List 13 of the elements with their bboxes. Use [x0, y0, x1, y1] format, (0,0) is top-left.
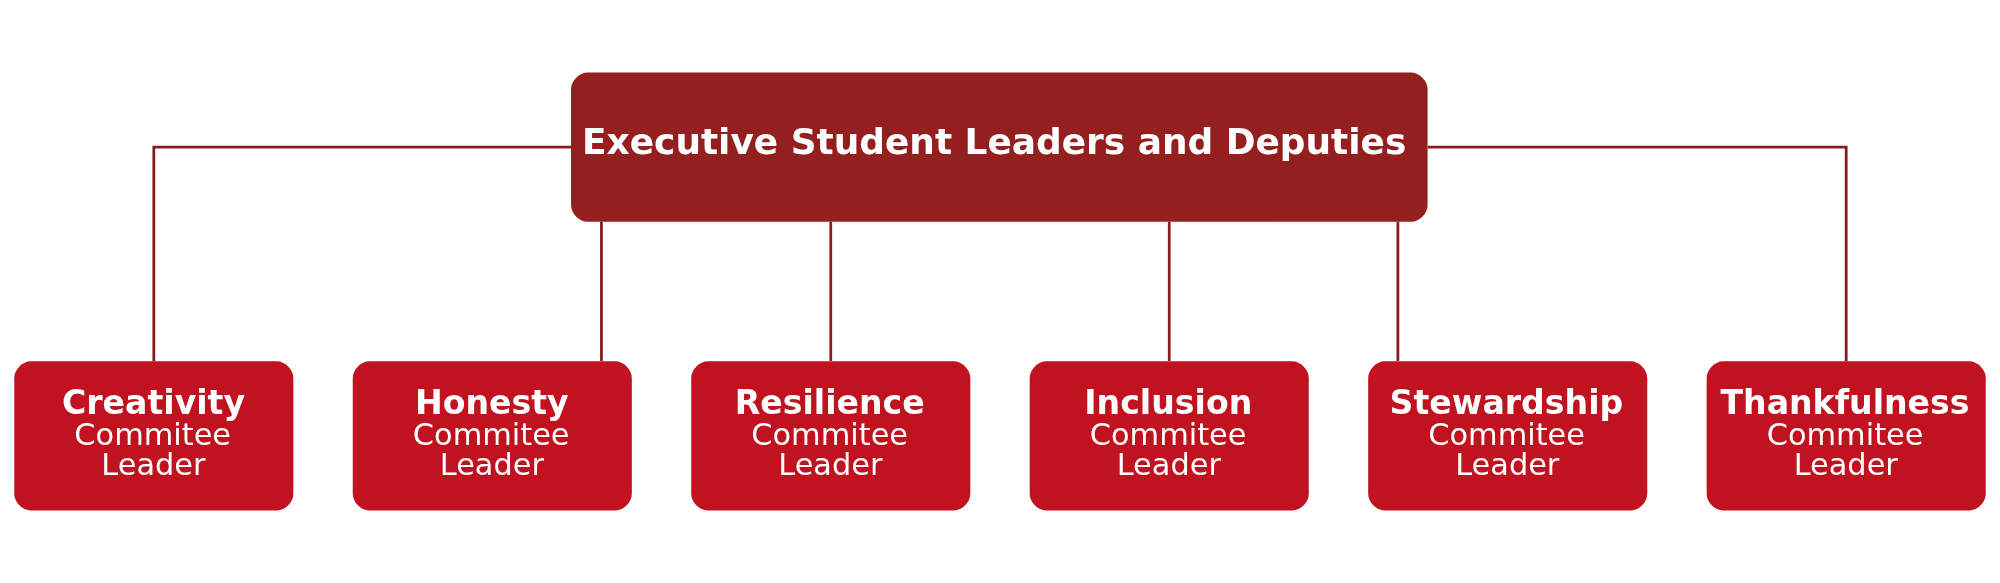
node-box: Executive Student Leaders and Deputies [571, 72, 1428, 222]
node-box: Resilience Commitee Leader [691, 361, 971, 511]
connector [1167, 221, 1171, 361]
node-box: Inclusion Commitee Leader [1029, 361, 1309, 511]
connector [1396, 221, 1400, 361]
node-box: Creativity Commitee Leader [14, 361, 294, 511]
connector [600, 221, 603, 361]
node-box: Honesty Commitee Leader [352, 361, 632, 511]
connector [1427, 145, 1848, 362]
connector [152, 145, 571, 362]
connector [829, 221, 833, 361]
node-box: Stewardship Commitee Leader [1368, 361, 1648, 511]
node-box: Thankfulness Commitee Leader [1706, 361, 1986, 511]
